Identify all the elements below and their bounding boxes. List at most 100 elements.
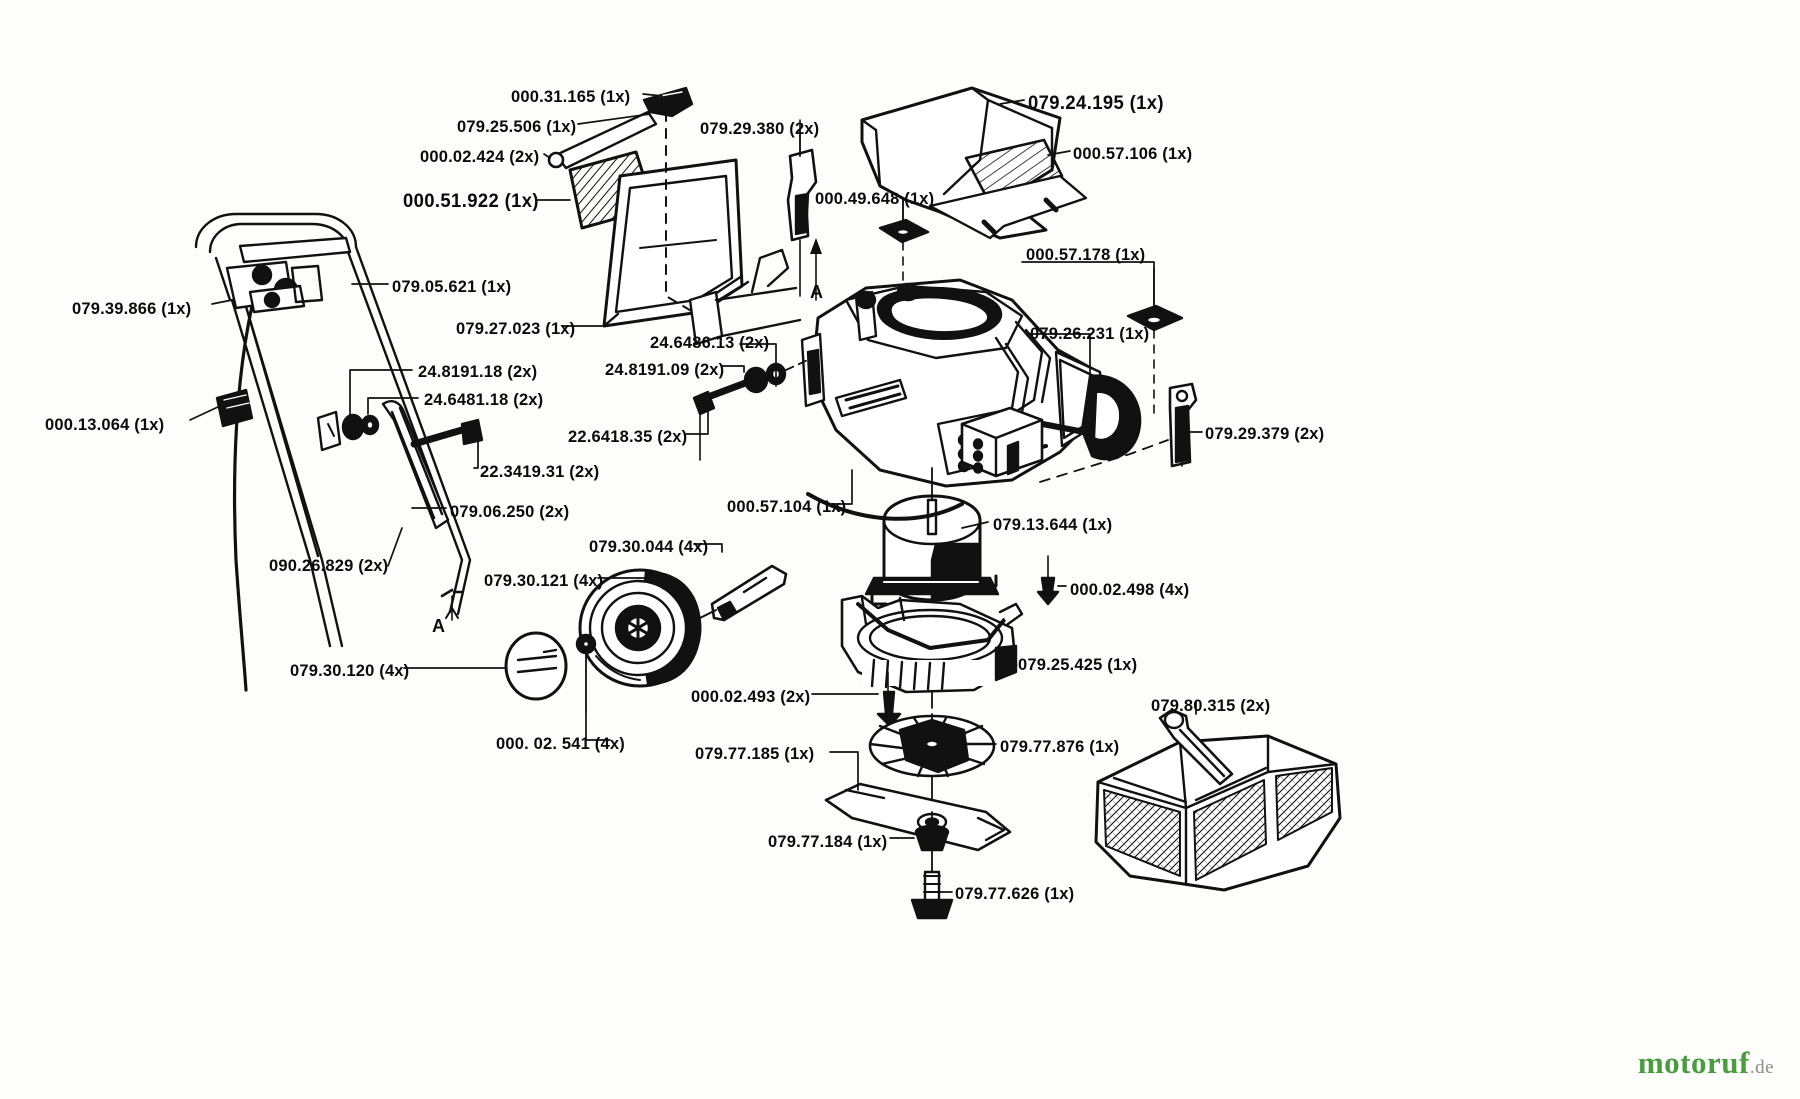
part-label-p01: 000.31.165 (1x) bbox=[511, 88, 630, 105]
part-quantity: (2x) bbox=[734, 333, 770, 352]
part-number: 24.8191.18 bbox=[418, 362, 503, 381]
part-quantity: (1x) bbox=[541, 117, 577, 136]
part-label-p16: 24.8191.18 (2x) bbox=[418, 363, 537, 380]
part-quantity: (4x) bbox=[374, 661, 410, 680]
part-number: 090.26.829 bbox=[269, 556, 354, 575]
part-quantity: (1x) bbox=[1157, 144, 1193, 163]
part-label-p30: 000. 02. 541 (4x) bbox=[496, 735, 625, 752]
part-number: 22.3419.31 bbox=[480, 462, 565, 481]
fan-shroud-part bbox=[840, 594, 1024, 694]
part-label-p07: 079.24.195 (1x) bbox=[1028, 94, 1164, 113]
part-quantity: (1x) bbox=[476, 277, 512, 296]
part-quantity: (4x) bbox=[568, 571, 604, 590]
part-label-p19: 079.06.250 (2x) bbox=[450, 503, 569, 520]
cable-clip-part bbox=[215, 388, 254, 428]
pin-00002541 bbox=[575, 633, 597, 713]
part-label-p10: 079.26.231 (1x) bbox=[1030, 325, 1149, 342]
part-quantity: (2x) bbox=[1235, 696, 1271, 715]
part-number: 000.49.648 bbox=[815, 189, 900, 208]
part-label-p25: 079.13.644 (1x) bbox=[993, 516, 1112, 533]
part-label-p03: 000.02.424 (2x) bbox=[420, 148, 539, 165]
part-number: 079.13.644 bbox=[993, 515, 1078, 534]
part-number: 079.77.876 bbox=[1000, 737, 1085, 756]
part-label-p12: 079.05.621 (1x) bbox=[392, 278, 511, 295]
part-quantity: (1x) bbox=[129, 415, 165, 434]
part-label-p15: 079.27.023 (1x) bbox=[456, 320, 575, 337]
part-label-p24: 000.57.104 (1x) bbox=[727, 498, 846, 515]
part-number: 000.57.178 bbox=[1026, 245, 1111, 264]
part-number: 079.77.184 bbox=[768, 832, 853, 851]
axle-part bbox=[699, 564, 788, 622]
part-quantity: (4x) bbox=[673, 537, 709, 556]
part-number: 24.6481.18 bbox=[424, 390, 509, 409]
part-label-p36: 079.77.626 (1x) bbox=[955, 885, 1074, 902]
leader-lines bbox=[189, 93, 1203, 893]
part-quantity: (1x) bbox=[540, 319, 576, 338]
part-number: 079.39.866 bbox=[72, 299, 157, 318]
part-label-p02: 079.25.506 (1x) bbox=[457, 118, 576, 135]
part-quantity: (2x) bbox=[564, 462, 600, 481]
grass-catcher-bag bbox=[1094, 708, 1342, 892]
part-label-p34: 079.77.185 (1x) bbox=[695, 745, 814, 762]
part-number: 079.30.121 bbox=[484, 571, 569, 590]
part-number: 079.25.425 bbox=[1018, 655, 1103, 674]
blade-hub-part bbox=[914, 824, 950, 873]
height-adjust-lever bbox=[381, 400, 450, 530]
part-quantity: (1x) bbox=[811, 497, 847, 516]
part-number: 000.02.493 bbox=[691, 687, 776, 706]
part-label-p05: 079.29.380 (2x) bbox=[700, 120, 819, 137]
part-number: 000.51.922 bbox=[403, 191, 500, 212]
part-quantity: (2x) bbox=[689, 360, 725, 379]
hook-part-2x bbox=[786, 119, 818, 297]
watermark: motoruf.de bbox=[1638, 1045, 1774, 1081]
part-label-p31: 000.02.493 (2x) bbox=[691, 688, 810, 705]
part-number: 000.02.498 bbox=[1070, 580, 1155, 599]
section-arrow-upper bbox=[810, 238, 822, 301]
part-label-p35: 079.77.184 (1x) bbox=[768, 833, 887, 850]
part-number: 079.29.380 bbox=[700, 119, 785, 138]
part-quantity: (2x) bbox=[1289, 424, 1325, 443]
part-number: 079.26.231 bbox=[1030, 324, 1115, 343]
part-quantity: (2x) bbox=[504, 147, 540, 166]
part-label-p26: 000.02.498 (4x) bbox=[1070, 581, 1189, 598]
part-label-p13: 079.39.866 (1x) bbox=[72, 300, 191, 317]
part-number: 079.27.023 bbox=[456, 319, 541, 338]
part-label-p14: 000.13.064 (1x) bbox=[45, 416, 164, 433]
part-quantity: (1x) bbox=[1110, 245, 1146, 264]
rod-part bbox=[547, 110, 658, 170]
part-number: 079.80.315 bbox=[1151, 696, 1236, 715]
part-quantity: (2x) bbox=[652, 427, 688, 446]
part-quantity: (2x) bbox=[502, 362, 538, 381]
part-quantity: (1x) bbox=[1039, 884, 1075, 903]
part-number: 079.25.506 bbox=[457, 117, 542, 136]
part-label-p37: 079.80.315 (2x) bbox=[1151, 697, 1270, 714]
part-number: 079.77.626 bbox=[955, 884, 1040, 903]
part-label-p32: 079.25.425 (1x) bbox=[1018, 656, 1137, 673]
part-quantity: (1x) bbox=[1084, 737, 1120, 756]
part-number: 079.05.621 bbox=[392, 277, 477, 296]
part-number: 000.13.064 bbox=[45, 415, 130, 434]
part-label-p04: 000.51.922 (1x) bbox=[403, 192, 539, 211]
part-number: 079.30.120 bbox=[290, 661, 375, 680]
part-number: 000.02.424 bbox=[420, 147, 505, 166]
part-label-p18: 22.3419.31 (2x) bbox=[480, 463, 599, 480]
part-number: 24.8191.09 bbox=[605, 360, 690, 379]
handle-mount-bracket bbox=[688, 248, 802, 346]
part-number: 079.24.195 bbox=[1028, 93, 1125, 114]
part-number: 079.29.379 bbox=[1205, 424, 1290, 443]
bolt-22341931 bbox=[410, 418, 484, 448]
part-quantity: (1x) bbox=[1102, 655, 1138, 674]
housing-bolt-246486 bbox=[692, 357, 813, 416]
rear-deflector-part bbox=[602, 158, 744, 328]
fan-impeller-part bbox=[868, 699, 996, 813]
part-quantity: (1x) bbox=[852, 832, 888, 851]
part-label-p28: 079.30.121 (4x) bbox=[484, 572, 603, 589]
top-cover-part bbox=[860, 86, 1088, 240]
part-label-p23: 22.6418.35 (2x) bbox=[568, 428, 687, 445]
screw-00002493 bbox=[876, 671, 902, 728]
motor-wire bbox=[806, 492, 964, 521]
hub-cap-part bbox=[504, 631, 568, 701]
part-quantity: (1x) bbox=[779, 744, 815, 763]
part-label-p33: 079.77.876 (1x) bbox=[1000, 738, 1119, 755]
